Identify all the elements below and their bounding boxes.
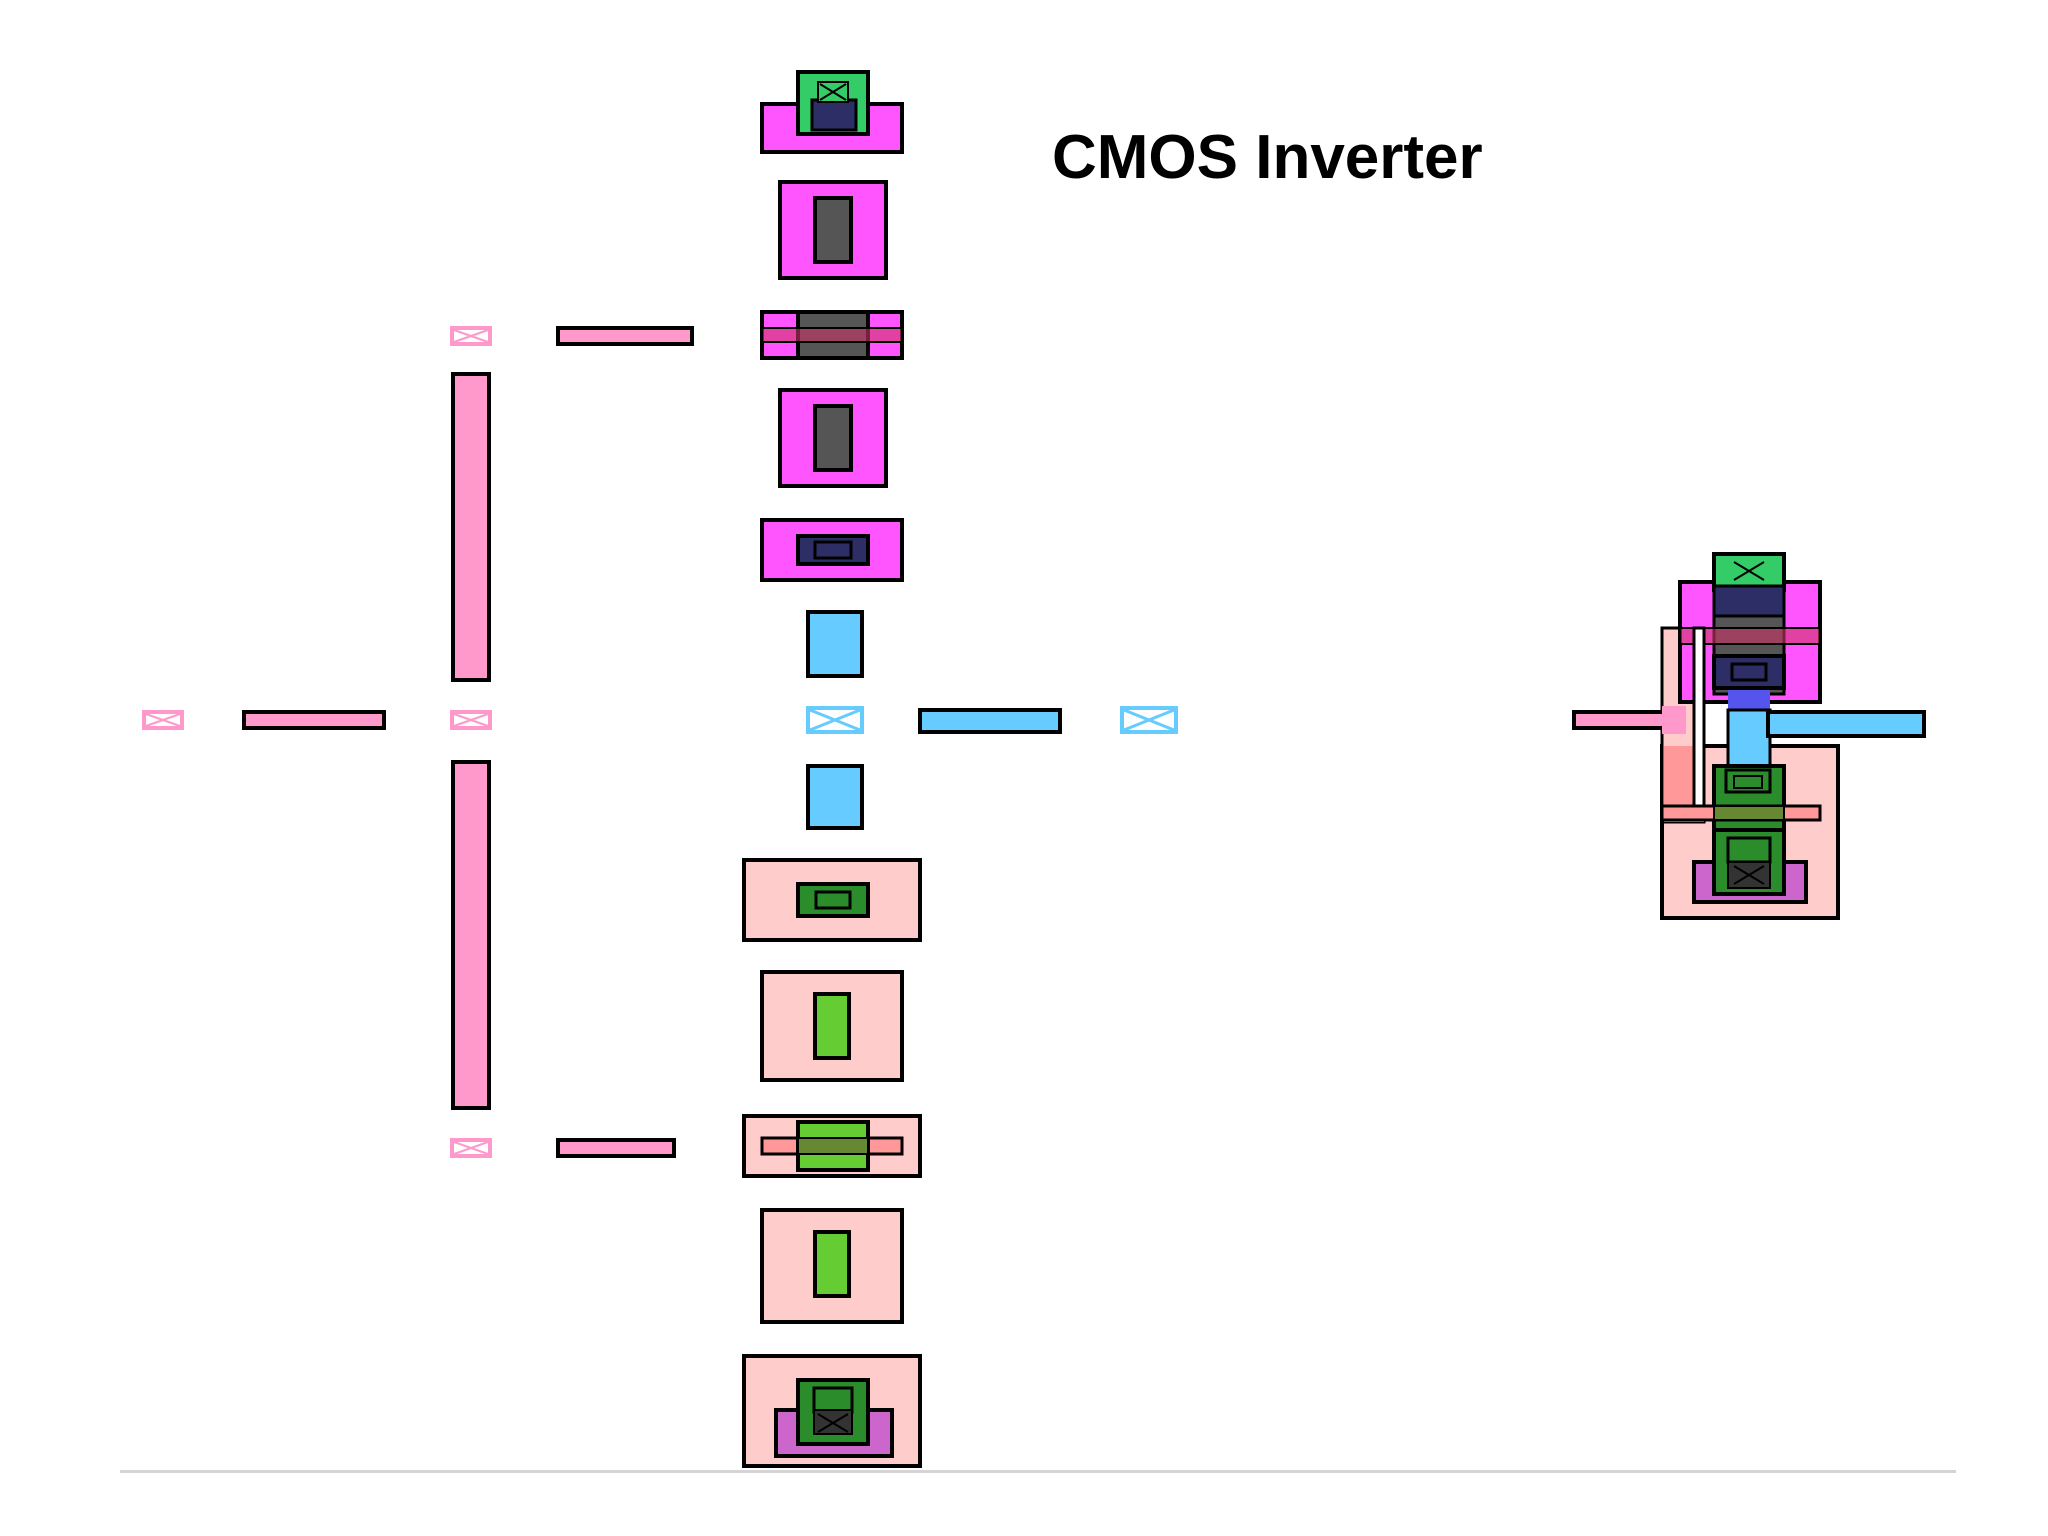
contact-cross-icon	[453, 329, 489, 343]
layer-pselect-active-1	[760, 970, 904, 1082]
layer-nselect-active-2	[778, 388, 888, 488]
layer-nselect-active-1	[778, 180, 888, 280]
layer-pselect-contact	[742, 858, 922, 942]
metal1-contact-row	[806, 706, 1178, 734]
layer-nselect-gate	[760, 310, 904, 360]
contact-cross-icon	[817, 1413, 849, 1433]
layer-stack-top-contact	[760, 70, 904, 154]
footer-divider	[120, 1470, 1956, 1473]
contact-cross-icon	[1733, 865, 1765, 885]
poly-routing-left	[142, 326, 694, 1158]
contact-cross-icon	[453, 1141, 489, 1155]
layer-nselect-via	[760, 518, 904, 582]
composite-inverter-layout	[1572, 552, 1926, 920]
contact-cross-icon	[145, 713, 181, 727]
contact-cross-icon	[453, 713, 489, 727]
layer-pselect-gate	[742, 1114, 922, 1178]
layer-stack-bottom-contact	[742, 1354, 922, 1468]
metal1-segment-top	[806, 610, 864, 678]
metal1-segment-bottom	[806, 764, 864, 830]
contact-cross-icon	[1733, 561, 1765, 581]
contact-cross-icon	[819, 83, 847, 101]
layer-pselect-active-2	[760, 1208, 904, 1324]
diagram-title: CMOS Inverter	[1052, 123, 1483, 192]
contact-cross-icon	[809, 708, 861, 732]
contact-cross-icon	[1123, 708, 1175, 732]
